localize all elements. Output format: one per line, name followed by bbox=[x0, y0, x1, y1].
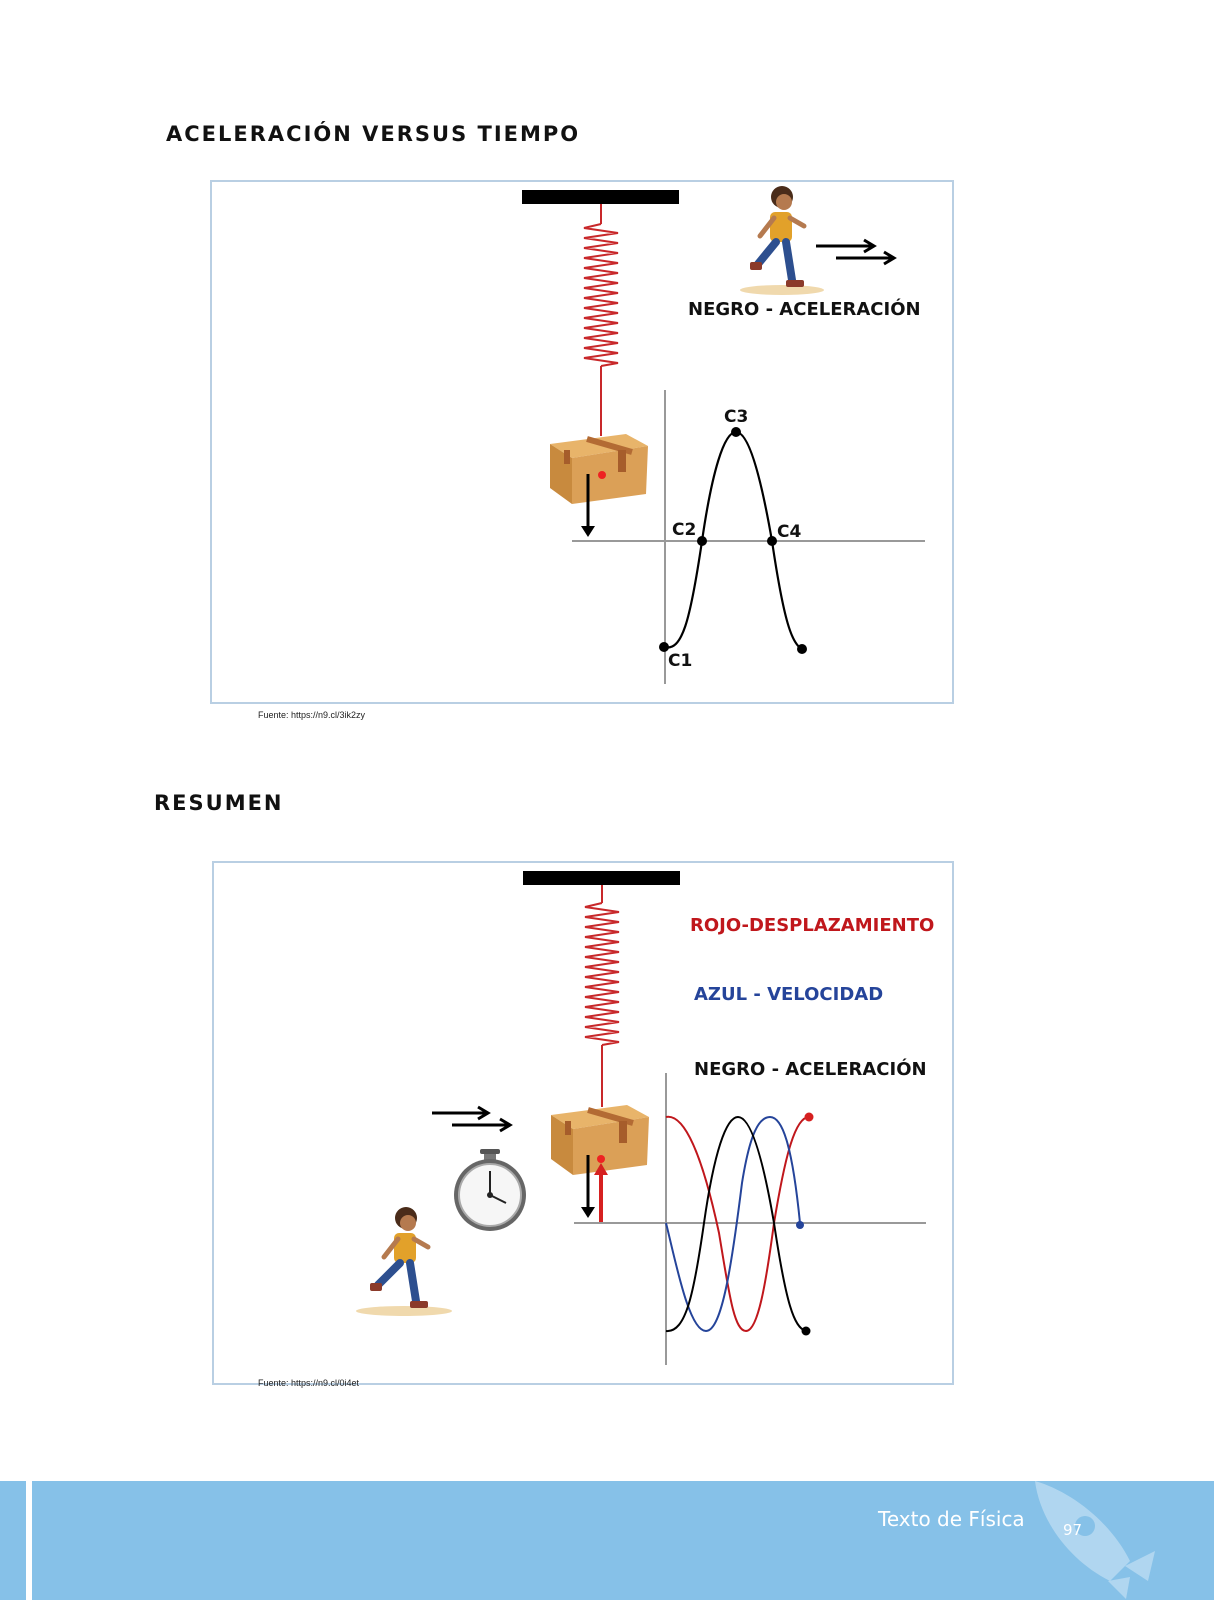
curve-end-point bbox=[797, 644, 807, 654]
section-title-summary: RESUMEN bbox=[154, 791, 284, 815]
point-c3 bbox=[731, 427, 741, 437]
label-c4: C4 bbox=[777, 522, 801, 542]
arrow-icon bbox=[594, 1155, 608, 1223]
figure-acceleration: NEGRO - ACELERACIÓN C1 C2 C3 C4 bbox=[210, 180, 954, 704]
point-c2 bbox=[697, 536, 707, 546]
velocity-end-point bbox=[796, 1221, 804, 1229]
arrow-icon bbox=[581, 1155, 595, 1218]
legend-displacement: ROJO-DESPLAZAMIENTO bbox=[690, 915, 934, 936]
displacement-end-point bbox=[804, 1112, 814, 1122]
book-title: Texto de Física bbox=[878, 1507, 1025, 1531]
figure-summary-svg: ROJO-DESPLAZAMIENTO AZUL - VELOCIDAD NEG… bbox=[356, 871, 934, 1365]
box-icon bbox=[551, 1105, 649, 1175]
spring-icon bbox=[583, 204, 619, 436]
footer-strip bbox=[26, 1481, 32, 1600]
rocket-icon bbox=[1035, 1481, 1155, 1599]
figure-source-2: Fuente: https://n9.cl/0i4et bbox=[258, 1378, 360, 1388]
label-c3: C3 bbox=[724, 407, 748, 427]
legend-velocity: AZUL - VELOCIDAD bbox=[694, 984, 883, 1005]
point-c4 bbox=[767, 536, 777, 546]
box-icon bbox=[550, 434, 648, 504]
label-c1: C1 bbox=[668, 651, 692, 671]
label-c2: C2 bbox=[672, 520, 696, 540]
legend-acceleration: NEGRO - ACELERACIÓN bbox=[688, 298, 921, 320]
figure-acceleration-svg: NEGRO - ACELERACIÓN C1 C2 C3 C4 bbox=[522, 186, 925, 684]
displacement-curve bbox=[665, 1115, 810, 1333]
arrow-icon bbox=[816, 238, 897, 266]
arrow-icon bbox=[581, 474, 595, 537]
running-boy-icon bbox=[356, 1207, 452, 1316]
point-c1 bbox=[659, 642, 669, 652]
section-title-acceleration: ACELERACIÓN VERSUS TIEMPO bbox=[166, 122, 581, 146]
stopwatch-icon bbox=[454, 1149, 526, 1231]
figure-summary: ROJO-DESPLAZAMIENTO AZUL - VELOCIDAD NEG… bbox=[212, 861, 954, 1385]
acceleration-end-point bbox=[801, 1326, 811, 1336]
running-boy-icon bbox=[740, 186, 824, 295]
acceleration-curve bbox=[665, 1115, 807, 1333]
ceiling-bar bbox=[522, 190, 679, 204]
page-number: 97 bbox=[1063, 1521, 1083, 1539]
spring-icon bbox=[584, 885, 620, 1107]
velocity-curve bbox=[665, 1115, 801, 1333]
arrow-icon bbox=[432, 1105, 513, 1133]
ceiling-bar bbox=[523, 871, 680, 885]
legend-acceleration: NEGRO - ACELERACIÓN bbox=[694, 1058, 927, 1080]
page-footer: Texto de Física 97 bbox=[0, 1481, 1214, 1600]
figure-source-1: Fuente: https://n9.cl/3ik2zy bbox=[258, 710, 366, 720]
